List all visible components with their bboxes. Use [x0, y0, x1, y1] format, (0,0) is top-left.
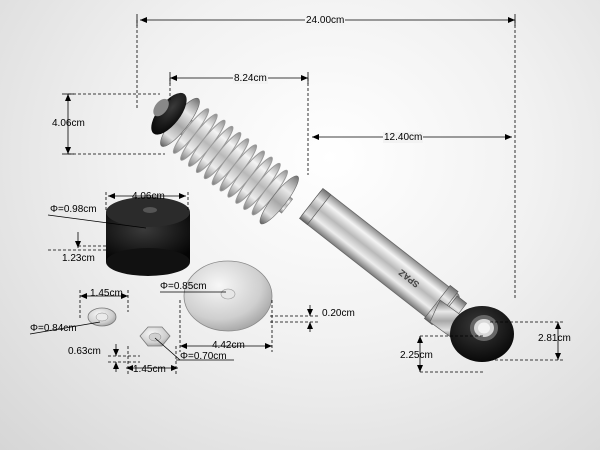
label-total-length: 24.00cm [305, 15, 346, 26]
label-lock-washer-hole: Φ=0.84cm [30, 323, 77, 334]
coil-spring [172, 108, 289, 216]
label-bushing-hole: Φ=0.98cm [50, 204, 97, 215]
label-top-height: 4.06cm [52, 118, 85, 129]
label-eye-outer-height: 2.81cm [538, 333, 571, 344]
hex-nut [139, 326, 171, 347]
label-spring-length: 8.24cm [233, 73, 268, 84]
label-washer-diameter: 4.42cm [212, 340, 245, 351]
rubber-bushing [106, 197, 190, 276]
shock-absorber: SPAZ [151, 92, 514, 362]
label-eye-inner-height: 2.25cm [400, 350, 433, 361]
label-bushing-height: 1.23cm [62, 253, 95, 264]
arrow-heads [65, 17, 561, 372]
flat-washer [183, 260, 273, 332]
label-washer-hole: Φ=0.85cm [160, 281, 207, 292]
label-body-length: 12.40cm [383, 132, 424, 143]
lock-washer [87, 307, 117, 327]
top-rubber-mount [151, 92, 187, 135]
label-washer-thickness: 0.20cm [322, 308, 355, 319]
label-lock-washer-width: 1.45cm [90, 288, 123, 299]
label-nut-thickness: 0.63cm [68, 346, 101, 357]
label-nut-hole: Φ=0.70cm [180, 351, 227, 362]
bottom-eye-mount [429, 299, 514, 362]
label-nut-width: 1.45cm [133, 364, 166, 375]
label-bushing-width: 4.06cm [132, 191, 165, 202]
